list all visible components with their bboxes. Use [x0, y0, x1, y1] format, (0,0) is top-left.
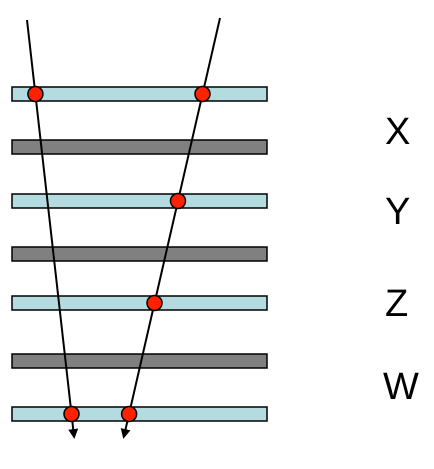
- hit-points: [27, 85, 211, 423]
- detector-layers: [11, 86, 268, 422]
- layer-4-dark: [11, 246, 268, 262]
- label-y: Y: [385, 191, 411, 233]
- label-x: X: [385, 111, 411, 153]
- left-track-hit-layer-7: [63, 405, 80, 423]
- layer-5-light: [11, 295, 268, 311]
- right-track: [120, 17, 221, 439]
- particle-tracks: [26, 17, 221, 439]
- left-track-hit-layer-1: [27, 85, 44, 103]
- layer-3-light: [11, 193, 268, 209]
- layer-1-light: [11, 86, 268, 102]
- label-w: W: [383, 366, 419, 408]
- right-track-hit-layer-3: [169, 192, 187, 210]
- layer-2-dark: [11, 139, 268, 155]
- left-track: [26, 19, 79, 439]
- label-z: Z: [385, 283, 409, 325]
- right-track-hit-layer-7: [120, 405, 138, 423]
- right-track-hit-layer-1: [194, 85, 211, 103]
- layer-7-light: [11, 406, 268, 422]
- right-track-hit-layer-5: [146, 294, 163, 312]
